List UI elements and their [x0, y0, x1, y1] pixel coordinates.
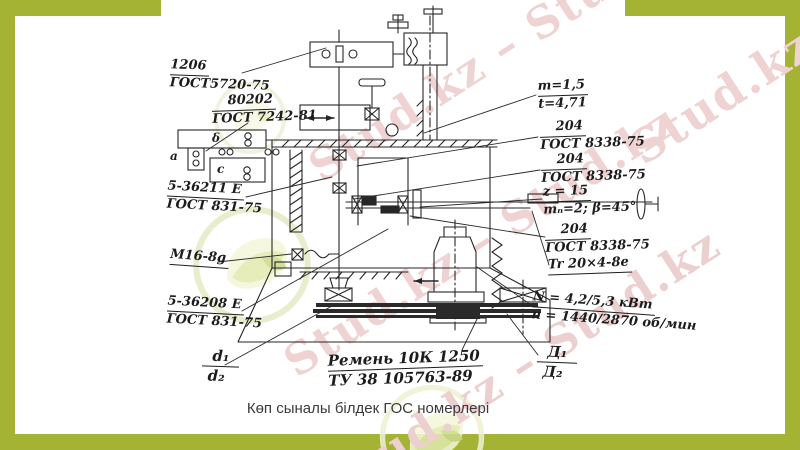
frame-left-bar: [0, 0, 15, 450]
callout-d1-d2: d₁ d₂: [201, 347, 240, 385]
diagram-letter-a: a: [170, 149, 178, 163]
frame-top-right-bar: [625, 0, 800, 16]
frame-top-left-bar: [0, 0, 161, 16]
frame-right-bar: [785, 0, 800, 450]
diagram-letter-delta: δ: [212, 131, 221, 145]
callout-screw-tr: Tr 20×4-8e: [548, 255, 633, 276]
callout-pulley-d1-d2: Д₁ Д₂: [536, 343, 578, 381]
slide-caption: Көп сыналы білдек ГОС номерлері: [246, 400, 490, 417]
diagram-letter-c: c: [217, 162, 225, 176]
